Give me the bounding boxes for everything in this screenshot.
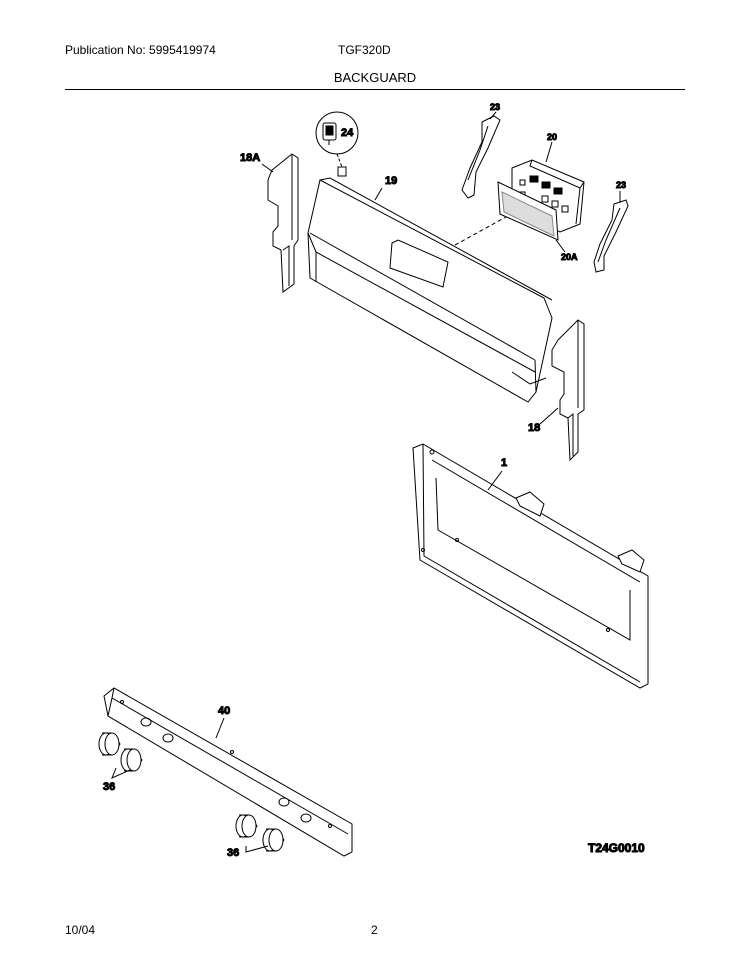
part-36-knobs-right xyxy=(235,814,285,852)
leader-20a-dashed xyxy=(454,211,516,246)
part-24-switch xyxy=(315,111,359,177)
diagram-code: T24G0010 xyxy=(588,841,645,855)
callout-23-right: 23 xyxy=(616,180,626,190)
callout-18: 18 xyxy=(528,422,540,434)
callout-18a: 18A xyxy=(240,152,260,164)
callout-36-right: 36 xyxy=(227,847,239,859)
callout-19: 19 xyxy=(385,175,397,187)
leader-23-top xyxy=(489,111,497,120)
part-23-bracket-left xyxy=(461,115,501,199)
leader-19 xyxy=(374,187,383,201)
part-1-back-frame xyxy=(412,443,649,689)
publication-number: Publication No: 5995419974 xyxy=(65,43,216,57)
callout-1: 1 xyxy=(501,457,507,469)
callout-23-top: 23 xyxy=(490,102,500,112)
callout-24: 24 xyxy=(341,127,354,139)
part-23-bracket-right xyxy=(593,199,629,273)
callout-36-left: 36 xyxy=(103,781,115,793)
header-rule xyxy=(65,89,685,90)
leader-18 xyxy=(539,407,559,425)
part-18-side-trim xyxy=(551,319,585,462)
footer-page-number: 2 xyxy=(371,923,378,937)
part-20a-overlay xyxy=(497,181,559,241)
part-40-control-panel xyxy=(103,687,353,857)
part-18a-side-trim xyxy=(267,153,299,293)
footer-date: 10/04 xyxy=(65,923,96,937)
leader-20a xyxy=(555,239,566,253)
section-title: BACKGUARD xyxy=(333,70,417,85)
callout-20a: 20A xyxy=(561,252,578,262)
leader-1 xyxy=(487,470,503,491)
leader-18a xyxy=(261,163,274,173)
part-36-knobs-left xyxy=(98,732,143,772)
leader-40 xyxy=(215,717,225,739)
leader-20 xyxy=(545,141,553,163)
part-19-backguard-panel xyxy=(307,177,553,403)
callout-20: 20 xyxy=(547,132,557,142)
leader-36-left xyxy=(111,767,131,779)
leader-36-right xyxy=(245,845,269,853)
callout-40: 40 xyxy=(218,705,230,717)
model-number: TGF320D xyxy=(338,43,391,57)
